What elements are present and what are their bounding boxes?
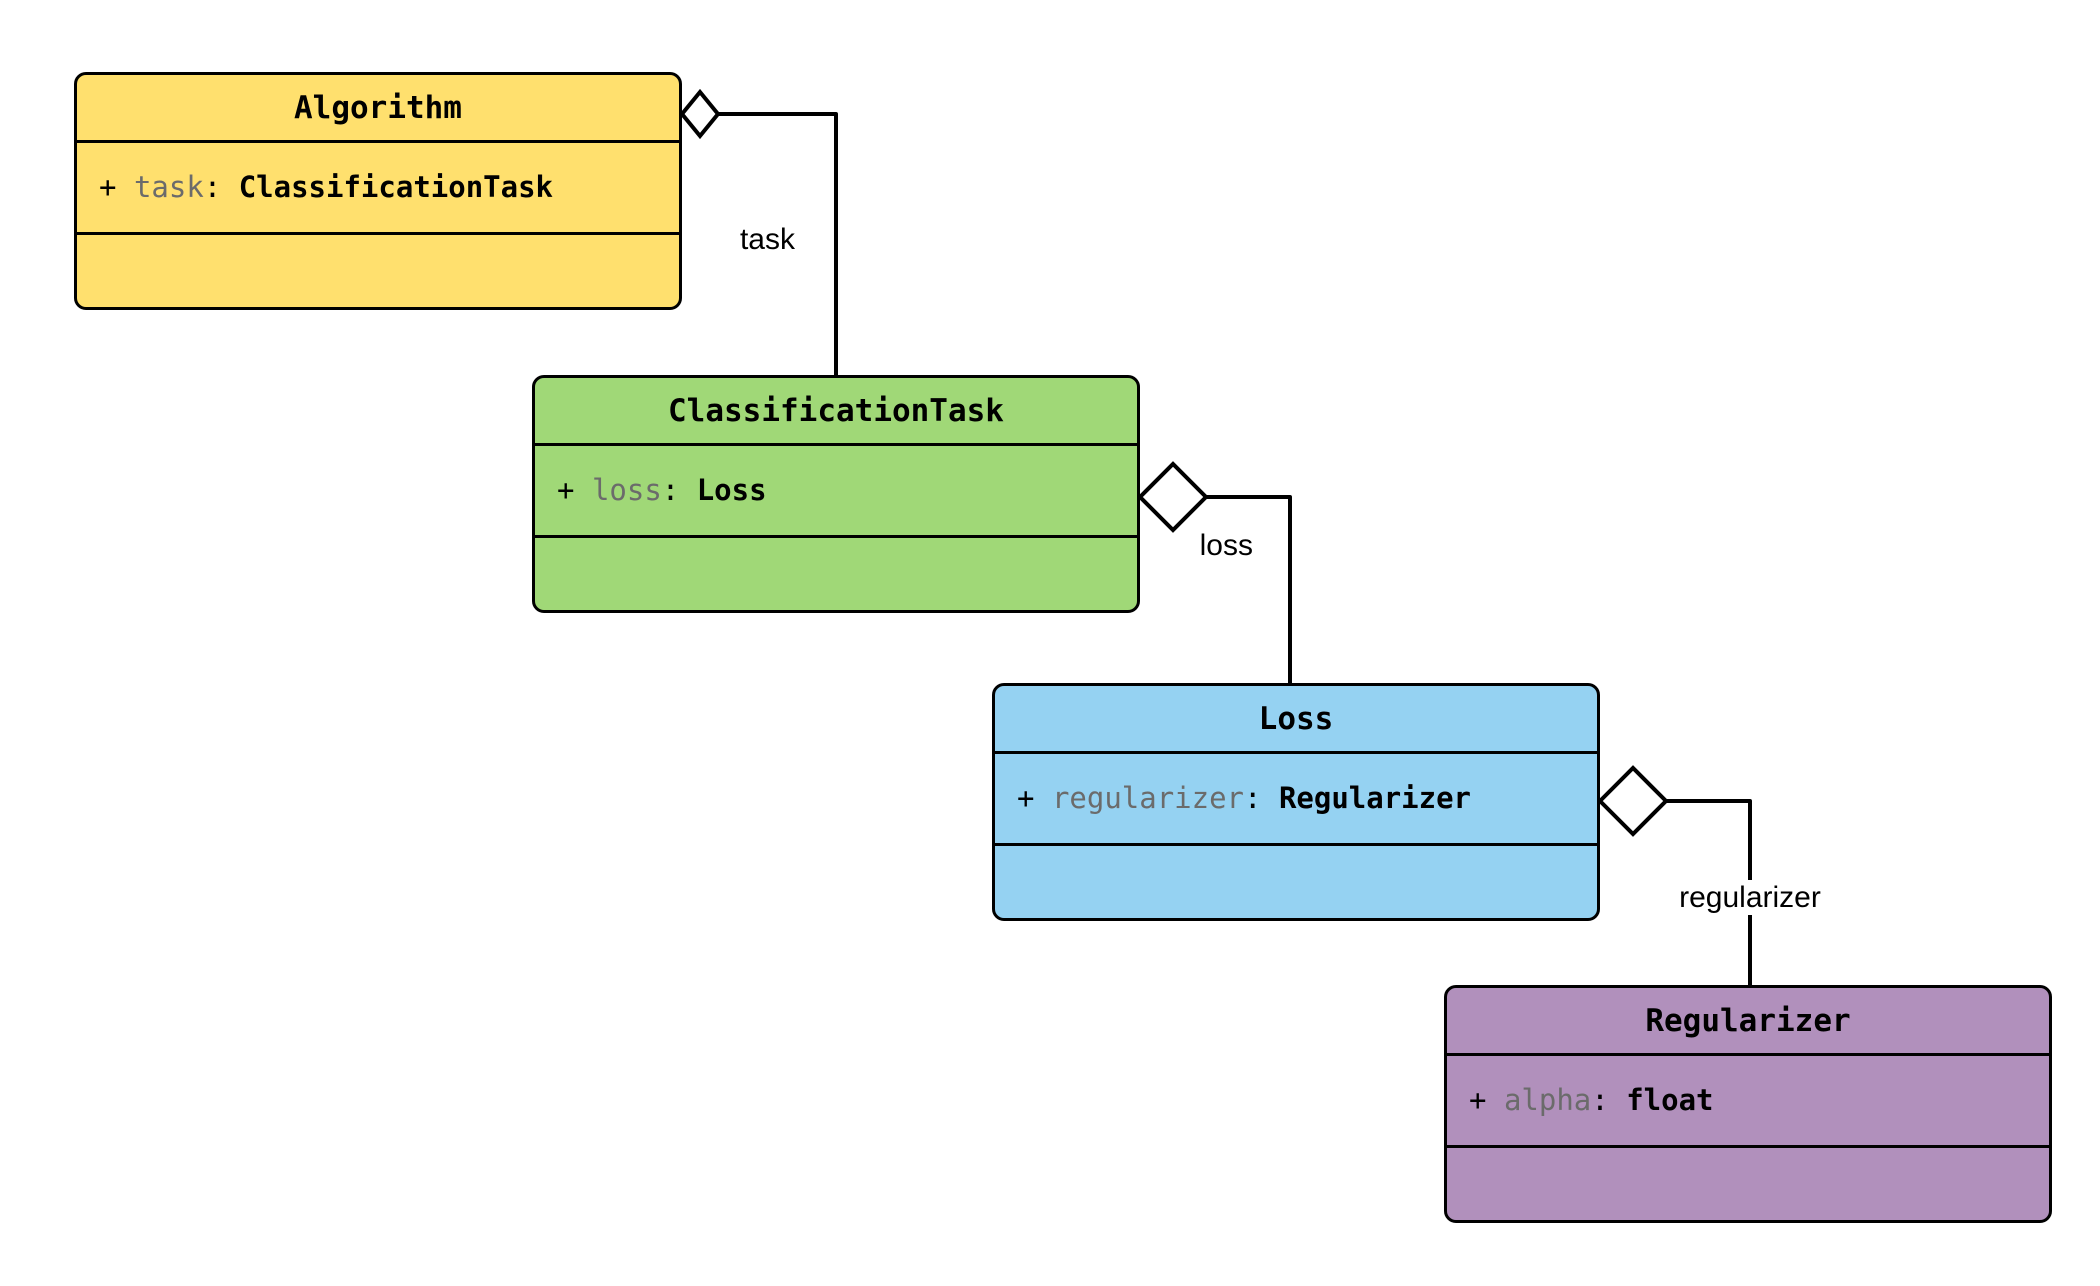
attribute-visibility: + — [1469, 1083, 1487, 1117]
class-methods-loss — [995, 846, 1597, 918]
attribute-name: regularizer — [1051, 781, 1244, 815]
attribute-type: ClassificationTask — [238, 170, 553, 204]
attribute-visibility: + — [1017, 781, 1035, 815]
class-attributes-classificationtask: + loss: Loss — [535, 446, 1137, 538]
class-title-algorithm: Algorithm — [77, 75, 679, 143]
uml-class-classificationtask[interactable]: ClassificationTask + loss: Loss — [532, 375, 1140, 613]
attribute-type: Regularizer — [1278, 781, 1471, 815]
attribute-row: + alpha: float — [1469, 1086, 1714, 1115]
uml-class-regularizer[interactable]: Regularizer + alpha: float — [1444, 985, 2052, 1223]
attribute-row: + loss: Loss — [557, 476, 767, 505]
class-title-regularizer: Regularizer — [1447, 988, 2049, 1056]
edge-label-loss: loss — [1194, 528, 1258, 563]
attribute-visibility: + — [557, 473, 575, 507]
class-methods-classificationtask — [535, 538, 1137, 610]
uml-class-algorithm[interactable]: Algorithm + task: ClassificationTask — [74, 72, 682, 310]
class-attributes-regularizer: + alpha: float — [1447, 1056, 2049, 1148]
edge-label-regularizer: regularizer — [1674, 880, 1826, 915]
class-methods-algorithm — [77, 235, 679, 307]
attribute-name: loss — [591, 473, 662, 507]
class-attributes-loss: + regularizer: Regularizer — [995, 754, 1597, 846]
attribute-separator: : — [1591, 1083, 1609, 1117]
aggregation-diamond-loss — [1137, 461, 1209, 533]
class-title-loss: Loss — [995, 686, 1597, 754]
attribute-separator: : — [661, 473, 680, 507]
aggregation-diamond-regularizer — [1597, 765, 1669, 837]
attribute-row: + regularizer: Regularizer — [1017, 784, 1471, 813]
attribute-type: float — [1626, 1083, 1714, 1117]
attribute-name: alpha — [1503, 1083, 1592, 1117]
attribute-name: task — [133, 170, 204, 204]
attribute-row: + task: ClassificationTask — [99, 173, 553, 202]
edge-loss-regularizer — [1597, 765, 1752, 985]
edge-label-task: task — [734, 222, 800, 257]
attribute-separator: : — [203, 170, 222, 204]
uml-class-loss[interactable]: Loss + regularizer: Regularizer — [992, 683, 1600, 921]
attribute-type: Loss — [696, 473, 767, 507]
aggregation-diamond-task — [679, 88, 721, 140]
attribute-visibility: + — [99, 170, 117, 204]
class-methods-regularizer — [1447, 1148, 2049, 1220]
class-title-classificationtask: ClassificationTask — [535, 378, 1137, 446]
class-attributes-algorithm: + task: ClassificationTask — [77, 143, 679, 235]
edge-classificationtask-loss — [1137, 461, 1292, 683]
attribute-separator: : — [1244, 781, 1262, 815]
edge-line-loss — [1206, 495, 1292, 683]
